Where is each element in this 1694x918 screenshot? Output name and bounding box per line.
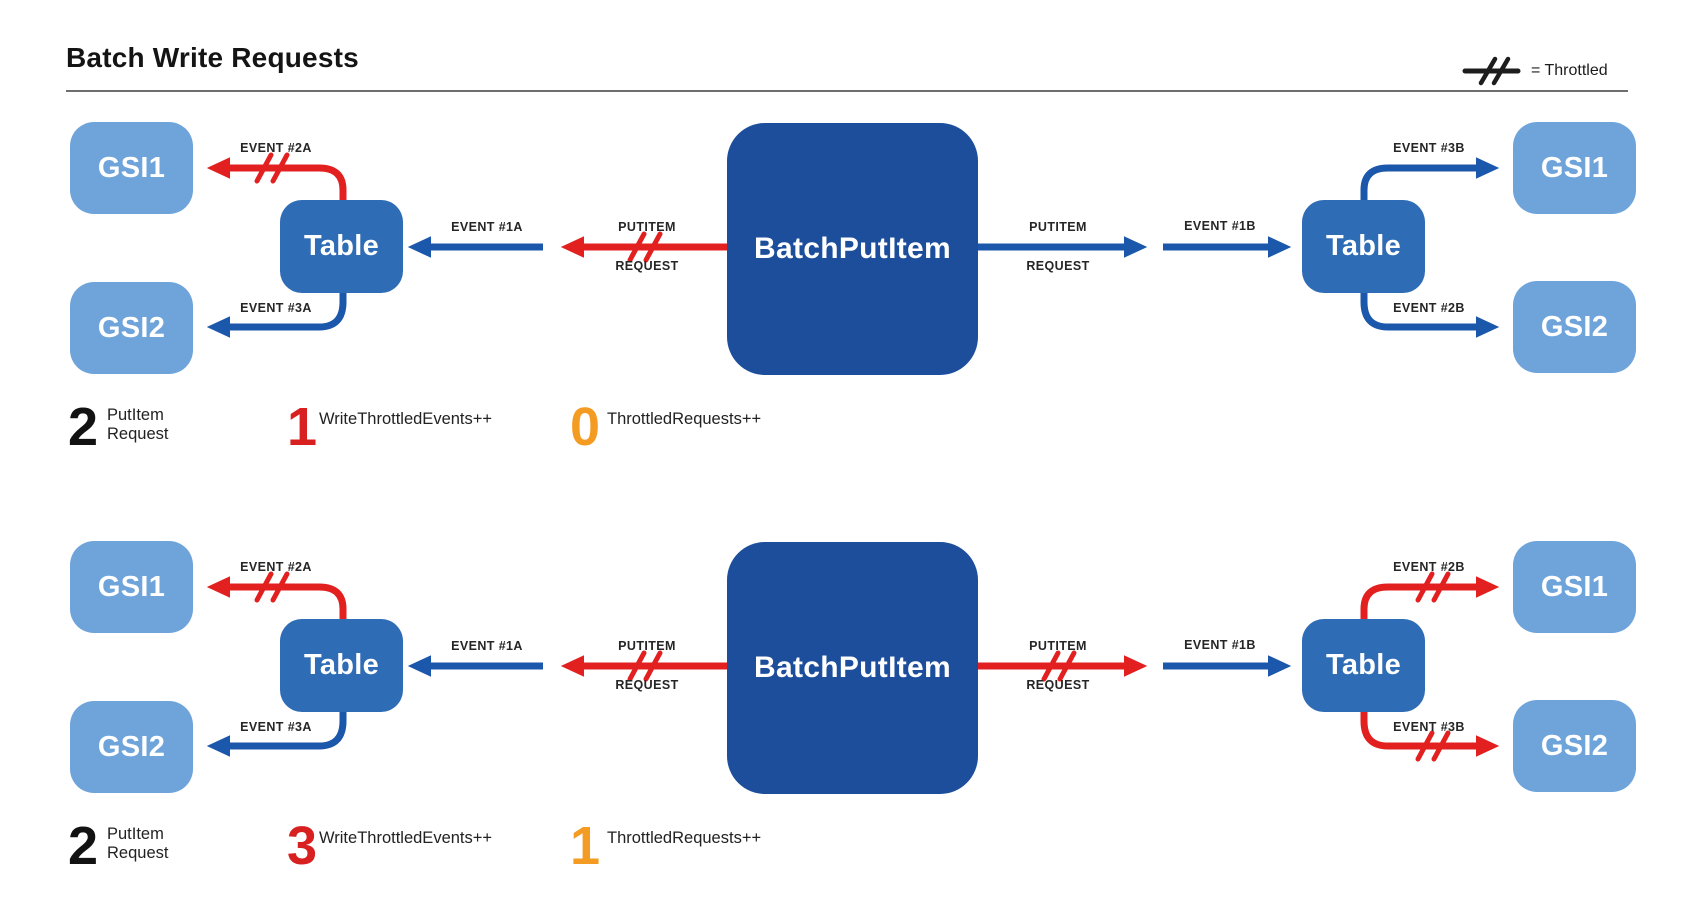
- arrow-putitem-left: [560, 231, 727, 263]
- throttle-marks: [627, 650, 663, 682]
- node-gsi2-right: GSI2: [1513, 700, 1636, 792]
- label-event-1b: EVENT #1B: [1184, 638, 1256, 652]
- label-request-left: REQUEST: [615, 678, 679, 692]
- arrow-event-right-bottom: [1360, 710, 1500, 762]
- label-event-3a: EVENT #3A: [240, 720, 312, 734]
- counter-label-line: PutItem: [107, 406, 164, 424]
- diagram-scenario-1: GSI1 GSI2 Table BatchPutItem Table GSI1 …: [68, 122, 1636, 457]
- node-table-right: Table: [1302, 619, 1425, 712]
- node-table-left: Table: [280, 619, 403, 712]
- node-gsi1-left: GSI1: [70, 541, 193, 633]
- diagram-scenario-2: GSI1 GSI2 Table BatchPutItem Table GSI1 …: [0, 419, 1694, 889]
- label-request-right: REQUEST: [1026, 259, 1090, 273]
- label-event-3a: EVENT #3A: [240, 301, 312, 315]
- label-event-right-top: EVENT #2B: [1393, 560, 1465, 574]
- arrow-event-right-top: [1360, 571, 1500, 621]
- node-gsi1-right: GSI1: [1513, 541, 1636, 633]
- label-event-1a: EVENT #1A: [451, 220, 523, 234]
- node-batchputitem: BatchPutItem: [727, 542, 978, 794]
- counter-putitem-value: 2: [68, 397, 99, 457]
- node-gsi2-left: GSI2: [70, 282, 193, 374]
- arrow-putitem-right: [978, 650, 1148, 682]
- node-gsi1-right: GSI1: [1513, 122, 1636, 214]
- counter-putitem-value: 2: [68, 816, 99, 876]
- throttle-marks: [1415, 571, 1451, 603]
- node-gsi1-left: GSI1: [70, 122, 193, 214]
- header-divider: [66, 90, 1628, 92]
- label-event-1a: EVENT #1A: [451, 639, 523, 653]
- label-event-2a: EVENT #2A: [240, 141, 312, 155]
- counter-writethrottled-value: 1: [287, 397, 318, 457]
- label-putitem-left: PUTITEM: [618, 639, 676, 653]
- throttled-legend-label: = Throttled: [1531, 62, 1608, 79]
- label-event-right-bottom: EVENT #3B: [1393, 720, 1465, 734]
- arrow-event-right-bottom: [1360, 291, 1500, 338]
- label-event-right-top: EVENT #3B: [1393, 141, 1465, 155]
- label-putitem-right: PUTITEM: [1029, 220, 1087, 234]
- label-request-left: REQUEST: [615, 259, 679, 273]
- node-table-left: Table: [280, 200, 403, 293]
- label-putitem-right: PUTITEM: [1029, 639, 1087, 653]
- counter-writethrottled-value: 3: [287, 816, 318, 876]
- arrow-event-3a: [206, 290, 347, 338]
- counter-writethrottled-label: WriteThrottledEvents++: [319, 829, 493, 847]
- node-gsi2-left: GSI2: [70, 701, 193, 793]
- arrow-event-3a: [206, 709, 347, 757]
- throttled-legend: = Throttled: [1462, 56, 1608, 86]
- counter-writethrottled-label: WriteThrottledEvents++: [319, 410, 493, 428]
- node-batchputitem: BatchPutItem: [727, 123, 978, 375]
- node-table-right: Table: [1302, 200, 1425, 293]
- counter-label-line: PutItem: [107, 825, 164, 843]
- arrows-layer-2: [206, 571, 1500, 762]
- arrow-event-right-top: [1360, 157, 1500, 202]
- label-event-right-bottom: EVENT #2B: [1393, 301, 1465, 315]
- counter-throttledrequests-value: 0: [570, 397, 601, 457]
- counter-throttledrequests-value: 1: [570, 816, 601, 876]
- page-title: Batch Write Requests: [66, 42, 359, 73]
- label-event-2a: EVENT #2A: [240, 560, 312, 574]
- arrow-event-2a: [206, 152, 347, 202]
- node-gsi2-right: GSI2: [1513, 281, 1636, 373]
- counter-label-line: Request: [107, 844, 169, 863]
- arrows-layer-1: [206, 152, 1500, 338]
- throttle-marks: [1041, 650, 1077, 682]
- throttle-marks: [627, 231, 663, 263]
- counter-putitem-label: PutItem Request: [107, 825, 168, 864]
- throttle-marks: [1415, 730, 1451, 762]
- label-event-1b: EVENT #1B: [1184, 219, 1256, 233]
- counter-throttledrequests-label: ThrottledRequests++: [607, 829, 762, 847]
- arrow-putitem-left: [560, 650, 727, 682]
- label-putitem-left: PUTITEM: [618, 220, 676, 234]
- counter-putitem-label: PutItem Request: [107, 406, 168, 445]
- arrow-event-2a: [206, 571, 347, 621]
- throttle-marks: [254, 152, 290, 184]
- label-request-right: REQUEST: [1026, 678, 1090, 692]
- counter-throttledrequests-label: ThrottledRequests++: [607, 410, 762, 428]
- throttled-line-icon: [1462, 56, 1521, 86]
- throttle-marks: [254, 571, 290, 603]
- counter-label-line: Request: [107, 425, 169, 444]
